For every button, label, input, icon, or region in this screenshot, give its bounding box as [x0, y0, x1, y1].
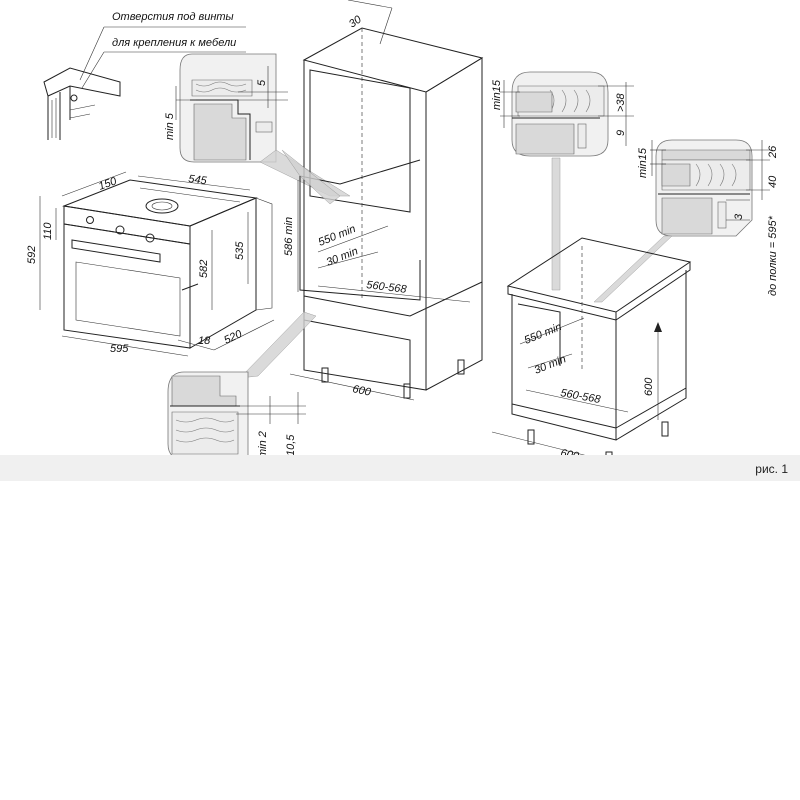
- oven-door-thickness-label: 18: [198, 335, 211, 347]
- caption-strip: [0, 455, 800, 481]
- oven-depth-top-label: 150: [97, 175, 119, 193]
- figure-label: рис. 1: [755, 462, 788, 476]
- ct2-height-label: 40: [767, 175, 779, 188]
- uc-cabinet-height-label: 600: [643, 377, 655, 396]
- ct1-gap-label: >38: [615, 92, 627, 112]
- ct1-min15-label: min15: [491, 79, 503, 110]
- uc-niche-width-label: 560-568: [559, 387, 602, 406]
- oven-drawing: 150 545 592 110 582 535 595 18 520: [26, 171, 275, 357]
- shelf-10-5-label: 10,5: [285, 434, 297, 456]
- min-5-label: min 5: [164, 112, 176, 140]
- column-niche-width-label: 560-568: [366, 279, 408, 296]
- screw-hole-note-line1: Отверстия под винты: [112, 11, 234, 23]
- min-2-label: min 2: [257, 431, 269, 458]
- screw-hole-note-line2: для крепления к мебели: [112, 37, 236, 49]
- column-rear-gap-label: 30 min: [325, 245, 360, 268]
- uc-niche-depth-label: 550 min: [523, 321, 564, 347]
- oven-body-height-label: 582: [198, 260, 210, 278]
- column-cabinet-width-label: 600: [351, 383, 372, 399]
- column-niche-height-label: 586 min: [283, 217, 295, 256]
- detail-bottom-gap: min 2 10,5: [167, 311, 317, 461]
- oven-body-depth-label: 520: [222, 328, 245, 347]
- detail-countertop-1: min15 >38 9: [491, 71, 634, 291]
- undercounter-cabinet-drawing: 550 min 30 min 560-568 600 600: [491, 237, 692, 467]
- uc-rear-gap-label: 30 min: [533, 353, 568, 376]
- screw-hole-callout: Отверстия под винты для крепления к мебе…: [43, 11, 246, 140]
- oven-depth-total-label: 545: [188, 173, 209, 187]
- gap-5-label: 5: [256, 79, 268, 86]
- oven-height-front-label: 592: [26, 246, 38, 264]
- detail-countertop-2: min15 26 40 3 до полки = 595*: [593, 139, 779, 303]
- oven-side-height-label: 535: [234, 241, 246, 260]
- ct2-min15-label: min15: [637, 147, 649, 178]
- ct2-thickness-label: 26: [767, 145, 779, 159]
- screw-hole-icon: [70, 94, 78, 102]
- oven-panel-height-label: 110: [42, 222, 54, 240]
- oven-width-label: 595: [110, 343, 129, 355]
- ct1-offset-label: 9: [615, 130, 627, 136]
- ct2-gap-label: 3: [733, 213, 745, 220]
- ct2-shelf-note-label: до полки = 595*: [767, 215, 779, 296]
- column-cabinet-drawing: 30 586 min 550 min 30 min 560-568 600: [281, 0, 484, 401]
